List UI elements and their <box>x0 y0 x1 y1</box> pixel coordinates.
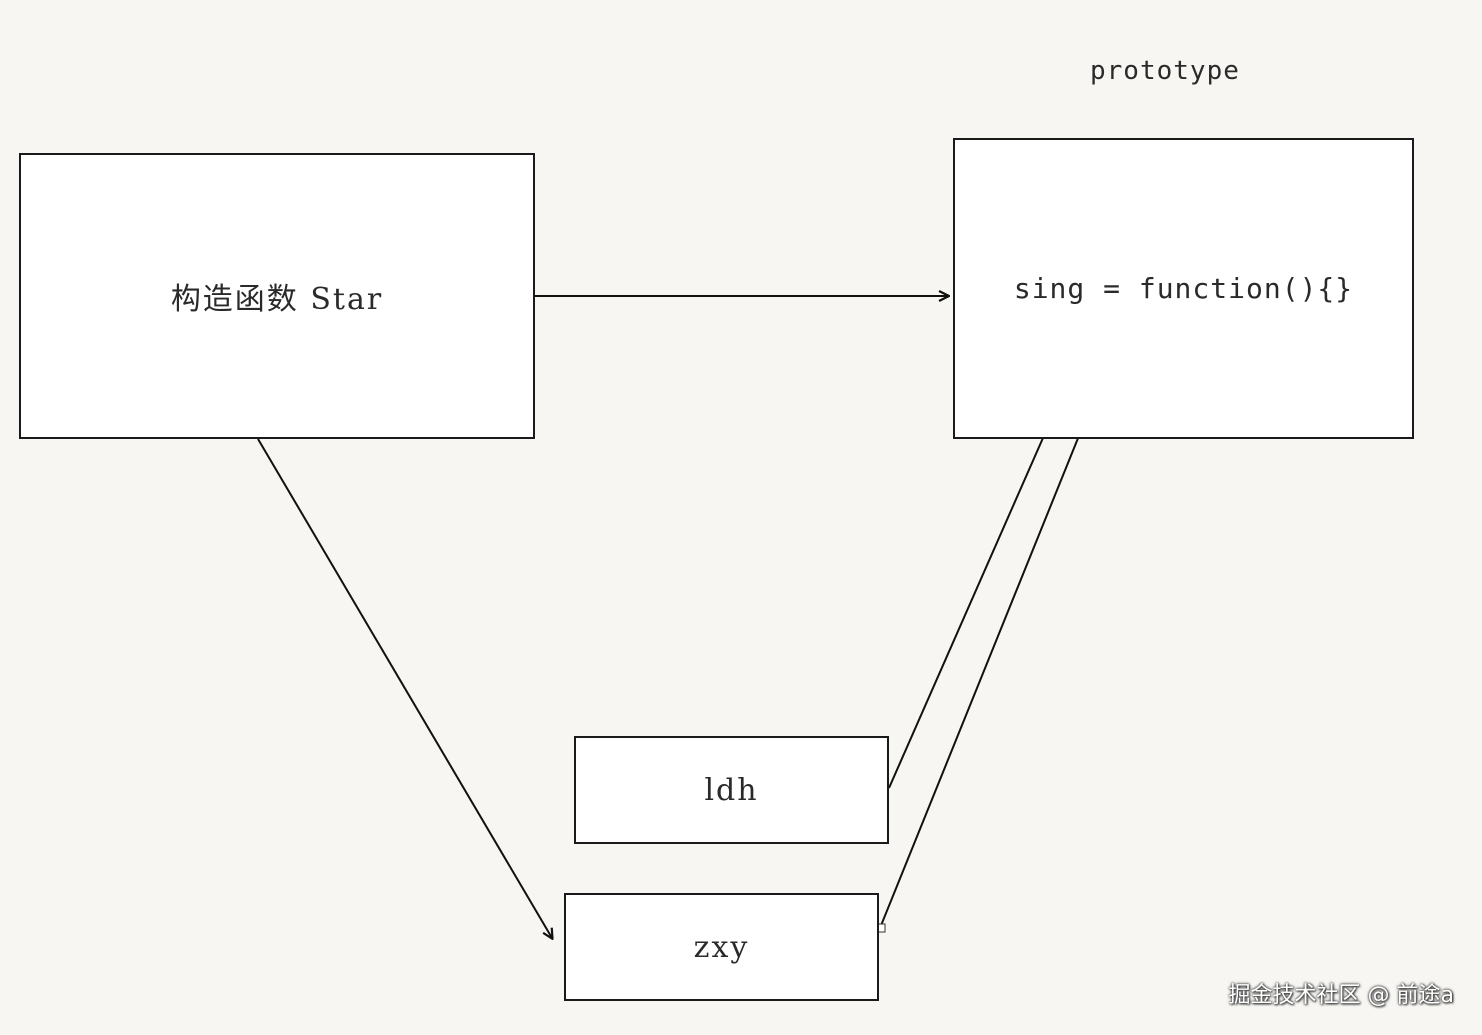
prototype-method-label: sing = function(){} <box>1013 272 1354 305</box>
edge-zxy-to-prototype <box>879 364 1108 929</box>
instance-node-ldh[interactable]: ldh <box>574 736 889 844</box>
watermark: 掘金技术社区 @ 前途a <box>1228 983 1454 1008</box>
instance-label-ldh: ldh <box>704 772 759 808</box>
constructor-node[interactable]: 构造函数 Star <box>19 153 535 439</box>
edge-constructor-to-zxy <box>257 438 552 938</box>
prototype-node[interactable]: sing = function(){} <box>953 138 1414 439</box>
instance-node-zxy[interactable]: zxy <box>564 893 879 1001</box>
instance-label-zxy: zxy <box>693 929 750 965</box>
prototype-title: prototype <box>1090 56 1240 86</box>
edge-ldh-to-prototype <box>888 372 1072 789</box>
constructor-label: 构造函数 Star <box>170 282 384 317</box>
